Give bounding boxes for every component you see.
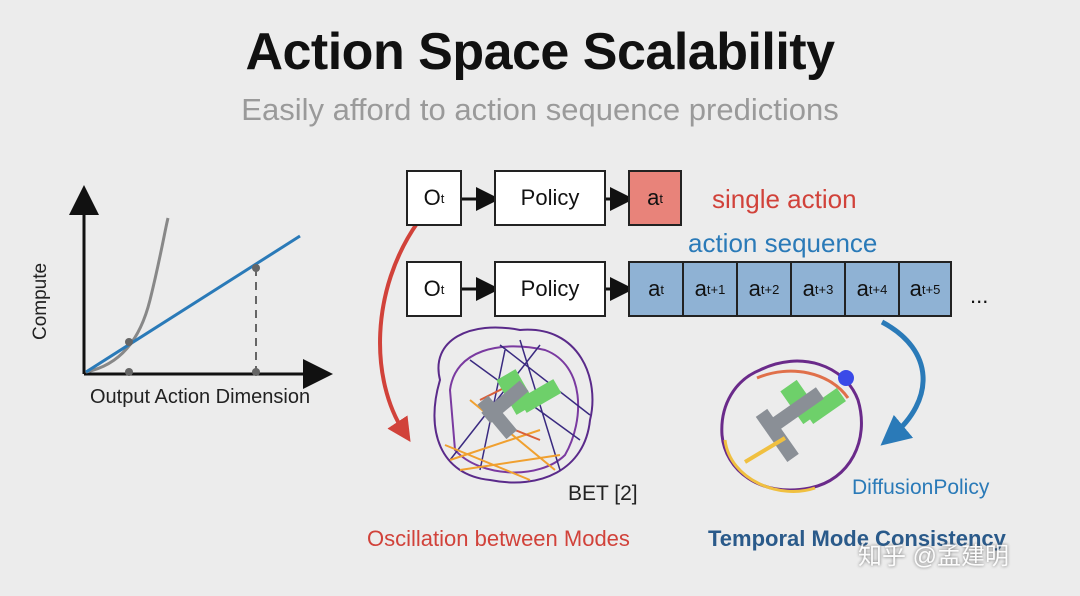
bet-trajectory-image xyxy=(433,326,594,484)
watermark: 知乎 @孟建明 xyxy=(858,543,1010,570)
slide-subtitle: Easily afford to action sequence predict… xyxy=(241,92,839,127)
linear-line xyxy=(85,234,301,374)
action-symbol: a xyxy=(648,276,661,301)
blue-curved-arrow xyxy=(880,319,926,446)
action-symbol: a xyxy=(909,276,922,301)
bet-reference-label: BET [2] xyxy=(568,482,638,505)
action-symbol: a xyxy=(748,276,761,301)
action-subscript: t+2 xyxy=(760,281,780,297)
plot-y-label: Compute xyxy=(30,262,51,340)
policy-box-single: Policy xyxy=(494,170,606,226)
diffusion-policy-label: DiffusionPolicy xyxy=(852,476,990,499)
action-symbol: a xyxy=(802,276,815,301)
plot-x-label: Output Action Dimension xyxy=(90,386,311,408)
action-subscript: t+4 xyxy=(868,281,888,297)
single-action-label: single action xyxy=(712,184,857,214)
action-subscript: t xyxy=(660,281,664,297)
oscillation-caption: Oscillation between Modes xyxy=(367,526,630,551)
action-sequence-label: action sequence xyxy=(688,228,878,258)
observation-symbol: O xyxy=(423,185,441,210)
action-symbol: a xyxy=(694,276,707,301)
observation-subscript: t xyxy=(440,281,445,297)
observation-symbol: O xyxy=(423,276,441,301)
action-subscript: t+1 xyxy=(706,281,726,297)
sequence-ellipsis: ... xyxy=(970,283,989,308)
action-subscript: t xyxy=(659,190,663,206)
observation-subscript: t xyxy=(440,190,445,206)
action-symbol: a xyxy=(856,276,869,301)
exponential-curve xyxy=(85,217,170,374)
slide-title: Action Space Scalability xyxy=(245,23,835,81)
x-tick-point-2 xyxy=(252,368,260,376)
x-tick-point-1 xyxy=(125,368,133,376)
action-symbol: a xyxy=(647,185,660,210)
policy-label: Policy xyxy=(520,185,580,210)
diffusion-trajectory-image xyxy=(720,359,863,493)
intersection-point xyxy=(125,338,133,346)
action-subscript: t+3 xyxy=(814,281,834,297)
line-point xyxy=(252,264,260,272)
red-curved-arrow xyxy=(378,220,420,443)
temporal-consistency-caption: Temporal Mode Consistency xyxy=(708,526,1006,551)
policy-label: Policy xyxy=(520,276,580,301)
policy-box-sequence: Policy xyxy=(494,261,606,317)
action-subscript: t+5 xyxy=(921,281,941,297)
